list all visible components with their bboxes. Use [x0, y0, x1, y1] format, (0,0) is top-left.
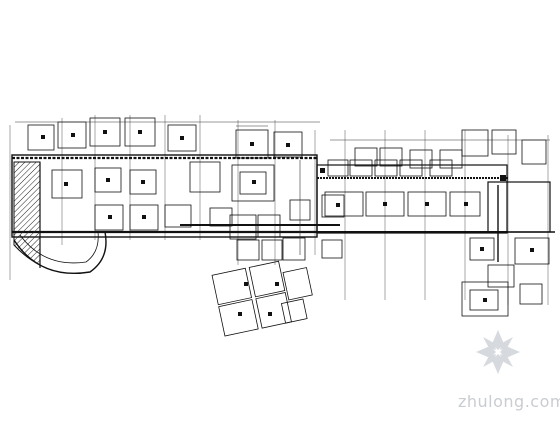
- curved-hatched-wall: [13, 161, 107, 274]
- columns: [41, 130, 534, 316]
- watermark-text: zhulong.com: [458, 392, 560, 411]
- main-walls: [11, 154, 555, 262]
- pile-caps-interior: [51, 159, 481, 231]
- pile-caps-lower-cluster: [211, 214, 313, 337]
- watermark-logo: [476, 330, 520, 374]
- dimension-ticks: [15, 121, 550, 255]
- pile-caps-lower-right: [282, 237, 550, 317]
- grid-lines: [9, 115, 549, 305]
